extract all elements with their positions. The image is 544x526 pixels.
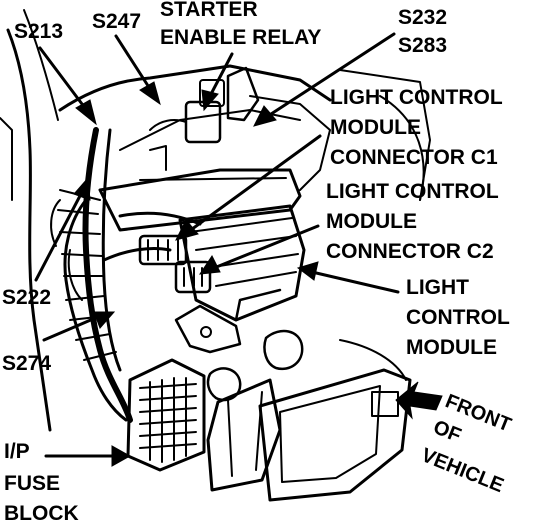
label-lcm-c2-line3: CONNECTOR C2 — [326, 240, 494, 263]
label-lcm-c2-line2: MODULE — [326, 210, 417, 233]
label-s222: S222 — [2, 286, 51, 309]
label-front-line2: OF — [430, 416, 464, 447]
label-starter-line1: STARTER — [160, 0, 258, 21]
label-lcm-line2: CONTROL — [406, 306, 510, 329]
front-arrow-icon — [395, 381, 443, 420]
label-starter-line2: ENABLE RELAY — [160, 26, 321, 49]
leader-s232-s283 — [253, 32, 396, 127]
label-lcm-line3: MODULE — [406, 336, 497, 359]
leader-s247 — [114, 34, 161, 106]
label-front-line3: VEHICLE — [418, 444, 507, 497]
label-lcm-c1-line2: MODULE — [330, 116, 421, 139]
leader-s213 — [38, 46, 97, 126]
label-s247: S247 — [92, 10, 141, 33]
label-s232: S232 — [398, 6, 447, 29]
leader-s222 — [34, 176, 91, 282]
label-lcm-c2-line1: LIGHT CONTROL — [326, 180, 499, 203]
label-s283: S283 — [398, 34, 447, 57]
label-s274: S274 — [2, 352, 51, 375]
leader-arrows — [34, 32, 443, 467]
leader-lcm-c2 — [198, 224, 320, 275]
label-lcm-c1-line3: CONNECTOR C1 — [330, 146, 498, 169]
label-lcm-c1-line1: LIGHT CONTROL — [330, 86, 503, 109]
label-s213: S213 — [14, 20, 63, 43]
label-fuse-line2: FUSE — [4, 472, 60, 495]
leader-lcm-c1 — [175, 134, 322, 241]
label-fuse-line3: BLOCK — [4, 502, 79, 525]
leader-starter-relay — [201, 52, 234, 112]
leader-lcm — [296, 261, 400, 294]
leader-s274 — [42, 311, 116, 342]
label-fuse-line1: I/P — [4, 440, 30, 463]
label-lcm-line1: LIGHT — [406, 276, 469, 299]
leader-fuse-block — [44, 445, 132, 467]
